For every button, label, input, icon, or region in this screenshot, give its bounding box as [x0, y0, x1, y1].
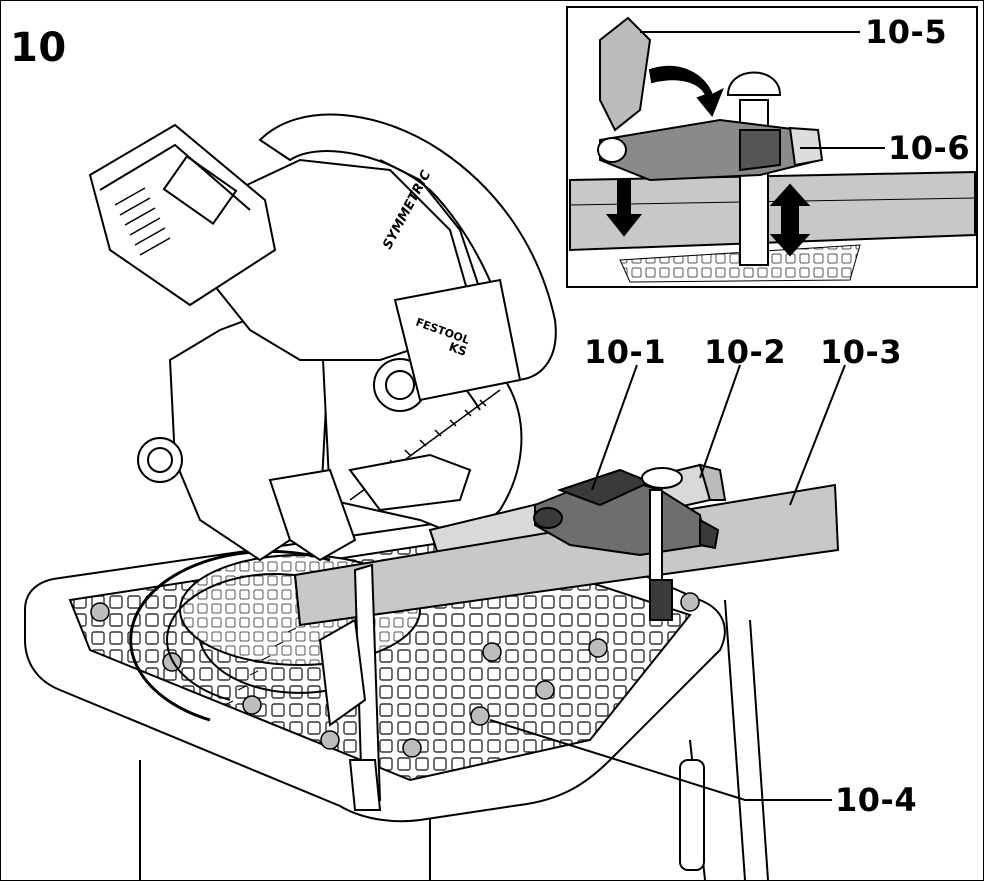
miter-saw [88, 113, 557, 722]
callout-10-2: 10-2 [704, 333, 787, 371]
callout-10-5: 10-5 [865, 13, 948, 51]
figure-number: 10 [10, 25, 67, 71]
leader-lines [489, 31, 885, 801]
callout-10-1: 10-1 [584, 333, 667, 371]
leader-10-3 [789, 364, 846, 506]
callout-10-3: 10-3 [820, 333, 903, 371]
leader-10-2 [699, 364, 741, 479]
callout-10-4: 10-4 [835, 781, 918, 819]
saw-model-text: KS [447, 340, 469, 359]
clamp-detail-inset [566, 6, 978, 288]
leader-10-4 [489, 719, 832, 801]
workpiece-clamp [533, 467, 720, 621]
stop-post [318, 563, 382, 811]
leader-10-1 [591, 364, 638, 491]
callout-10-6: 10-6 [888, 129, 971, 167]
